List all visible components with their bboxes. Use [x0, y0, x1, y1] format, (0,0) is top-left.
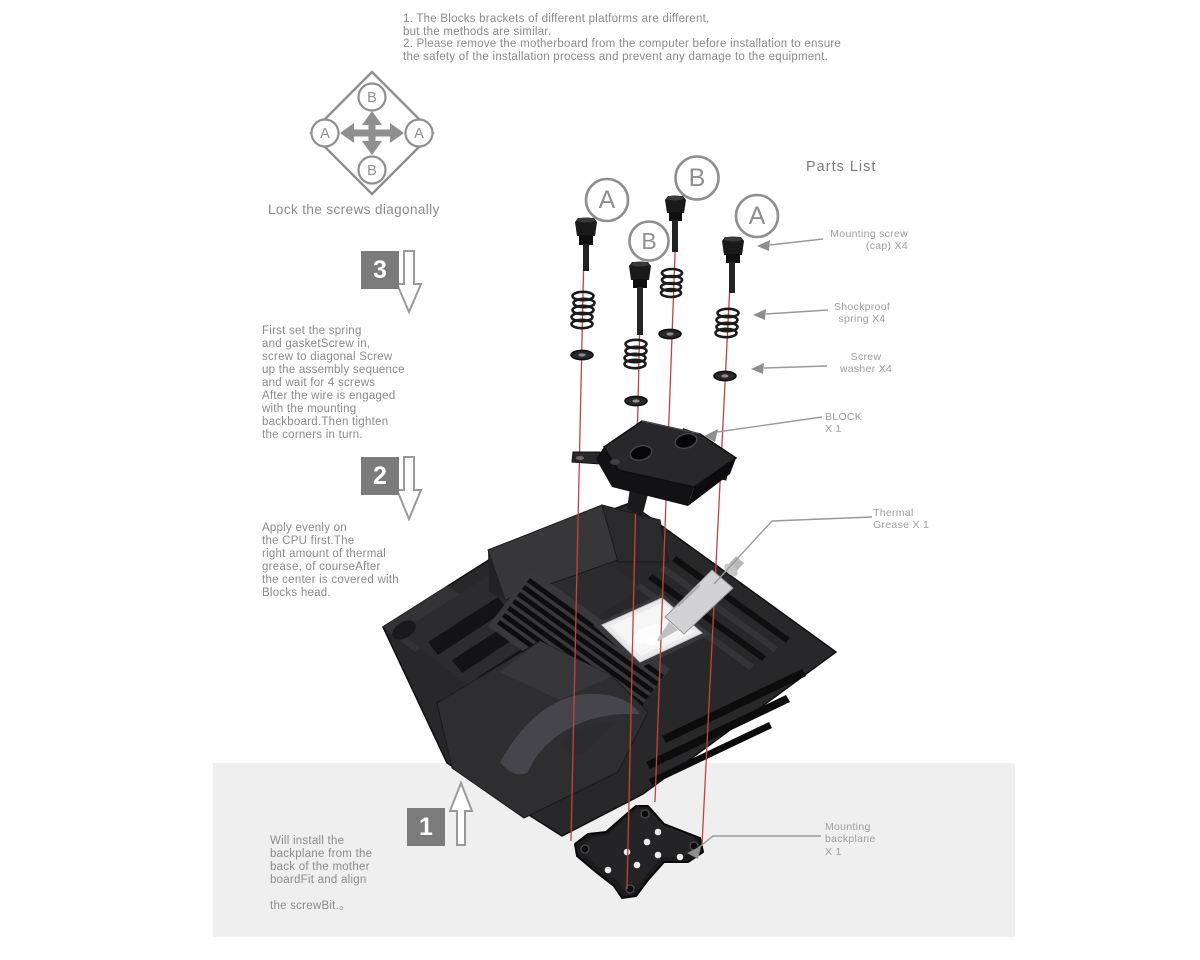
screw-washers	[570, 328, 737, 407]
mounting-screw-cap	[722, 236, 744, 293]
screw-washer-part	[658, 328, 682, 340]
mounting-screw-cap	[629, 261, 651, 335]
board-port	[392, 620, 416, 640]
screw-alignment-lines	[570, 226, 732, 890]
marker-circle	[674, 155, 720, 201]
step-3-number: 3	[361, 251, 399, 289]
part-label-block: BLOCK X 1	[825, 411, 863, 436]
marker-letter: B	[367, 163, 377, 179]
leader-arrowheads	[687, 240, 770, 859]
thermal-grease-smear	[632, 624, 668, 644]
screw-washer-part	[713, 370, 737, 382]
step-1-text: Will install the backplane from the back…	[270, 835, 373, 912]
part-label-screw-washer: Screw washer X4	[839, 351, 893, 376]
marker-letter: B	[689, 164, 706, 192]
part-label-thermal-grease: Thermal Grease X 1	[873, 507, 930, 532]
marker-circle	[357, 82, 387, 112]
marker-letter: A	[414, 126, 424, 142]
part-label-mounting-screw: Mounting screw (cap) X4	[830, 228, 908, 253]
screw-washer-part	[570, 349, 594, 361]
backplane-corner-hole	[640, 809, 650, 819]
marker-circle	[584, 177, 630, 223]
screw-markers: A B B A	[584, 155, 780, 262]
marker-circle	[404, 118, 434, 148]
leader-lines	[696, 238, 873, 850]
m2-slot	[428, 597, 508, 655]
alignment-line	[701, 262, 732, 846]
step-3-text: First set the spring and gasketScrew in,…	[262, 325, 405, 441]
block-logo	[610, 459, 620, 465]
rog-eye-logo	[500, 693, 640, 775]
marker-circle	[357, 155, 387, 185]
down-arrow-step3	[395, 250, 423, 315]
marker-circle	[310, 118, 340, 148]
step-2-text: Apply evenly on the CPU first.The right …	[262, 522, 399, 599]
shockproof-spring-part	[623, 338, 648, 370]
shockproof-spring-part	[570, 290, 596, 330]
pcie-slots	[646, 669, 806, 785]
step-arrows	[395, 250, 474, 846]
shockproof-spring-part	[714, 307, 740, 339]
mounting-screw-cap	[575, 217, 597, 271]
shockproof-springs	[570, 267, 740, 370]
part-label-shockproof-spring: Shockproof spring X4	[833, 301, 891, 326]
marker-letter: A	[599, 186, 616, 214]
screw-washer-part	[624, 395, 648, 407]
top-notes: 1. The Blocks brackets of different plat…	[403, 13, 842, 63]
backplane-corner-hole	[580, 844, 590, 854]
diamond-caption: Lock the screws diagonally	[268, 202, 440, 217]
alignment-line	[626, 270, 642, 890]
backplane-holes	[604, 828, 684, 874]
down-arrow-step2	[395, 456, 423, 522]
step-2-number: 2	[361, 457, 399, 495]
horizontal-double-arrow	[340, 123, 404, 143]
marker-letter: A	[749, 202, 766, 230]
marker-letter: A	[320, 126, 330, 142]
parts-list-title: Parts List	[806, 159, 877, 175]
shockproof-spring-part	[659, 267, 684, 299]
vrm-heatsink-edge	[488, 550, 505, 600]
alignment-line	[654, 226, 677, 803]
marker-letter: B	[641, 228, 656, 254]
step-1-number: 1	[407, 808, 445, 846]
mounting-backplane-part	[574, 805, 704, 899]
mounting-screws	[575, 195, 744, 335]
marker-circle	[628, 220, 670, 262]
water-block-part	[571, 420, 738, 517]
marker-circle	[734, 193, 780, 239]
block-port	[674, 432, 698, 450]
backplane-corner-hole	[625, 884, 635, 894]
alignment-line	[570, 248, 585, 842]
chipset-cover	[436, 640, 649, 819]
motherboard-illustration	[382, 502, 838, 837]
marker-letter: B	[367, 90, 377, 106]
part-label-mounting-backplane: Mounting backplane X 1	[825, 821, 876, 858]
diagonal-tightening-diagram: B A A B	[309, 70, 435, 196]
mounting-screw-cap	[665, 195, 686, 252]
thermal-grease-syringe	[646, 556, 744, 646]
up-arrow-step1	[448, 780, 474, 846]
block-port	[629, 444, 653, 462]
